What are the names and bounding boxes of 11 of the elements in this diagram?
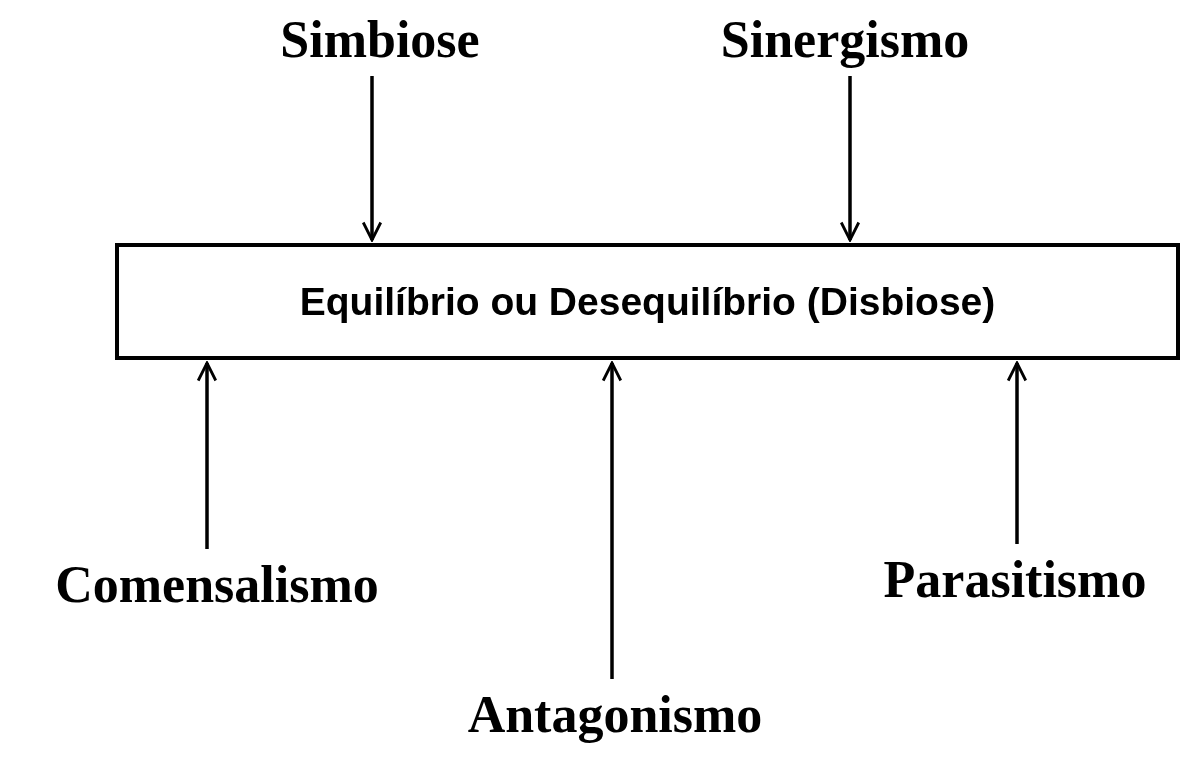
term-label: Sinergismo [720, 14, 970, 66]
process-box: Equilíbrio ou Desequilíbrio (Disbiose) [115, 243, 1180, 360]
term-label: Comensalismo [55, 559, 379, 611]
term-label: Simbiose [280, 14, 480, 66]
arrow [601, 361, 623, 679]
term-label: Parasitismo [883, 554, 1147, 606]
term-label: Antagonismo [467, 689, 763, 741]
arrow [1006, 361, 1028, 544]
arrow [196, 361, 218, 549]
arrow [839, 76, 861, 242]
arrow [361, 76, 383, 242]
